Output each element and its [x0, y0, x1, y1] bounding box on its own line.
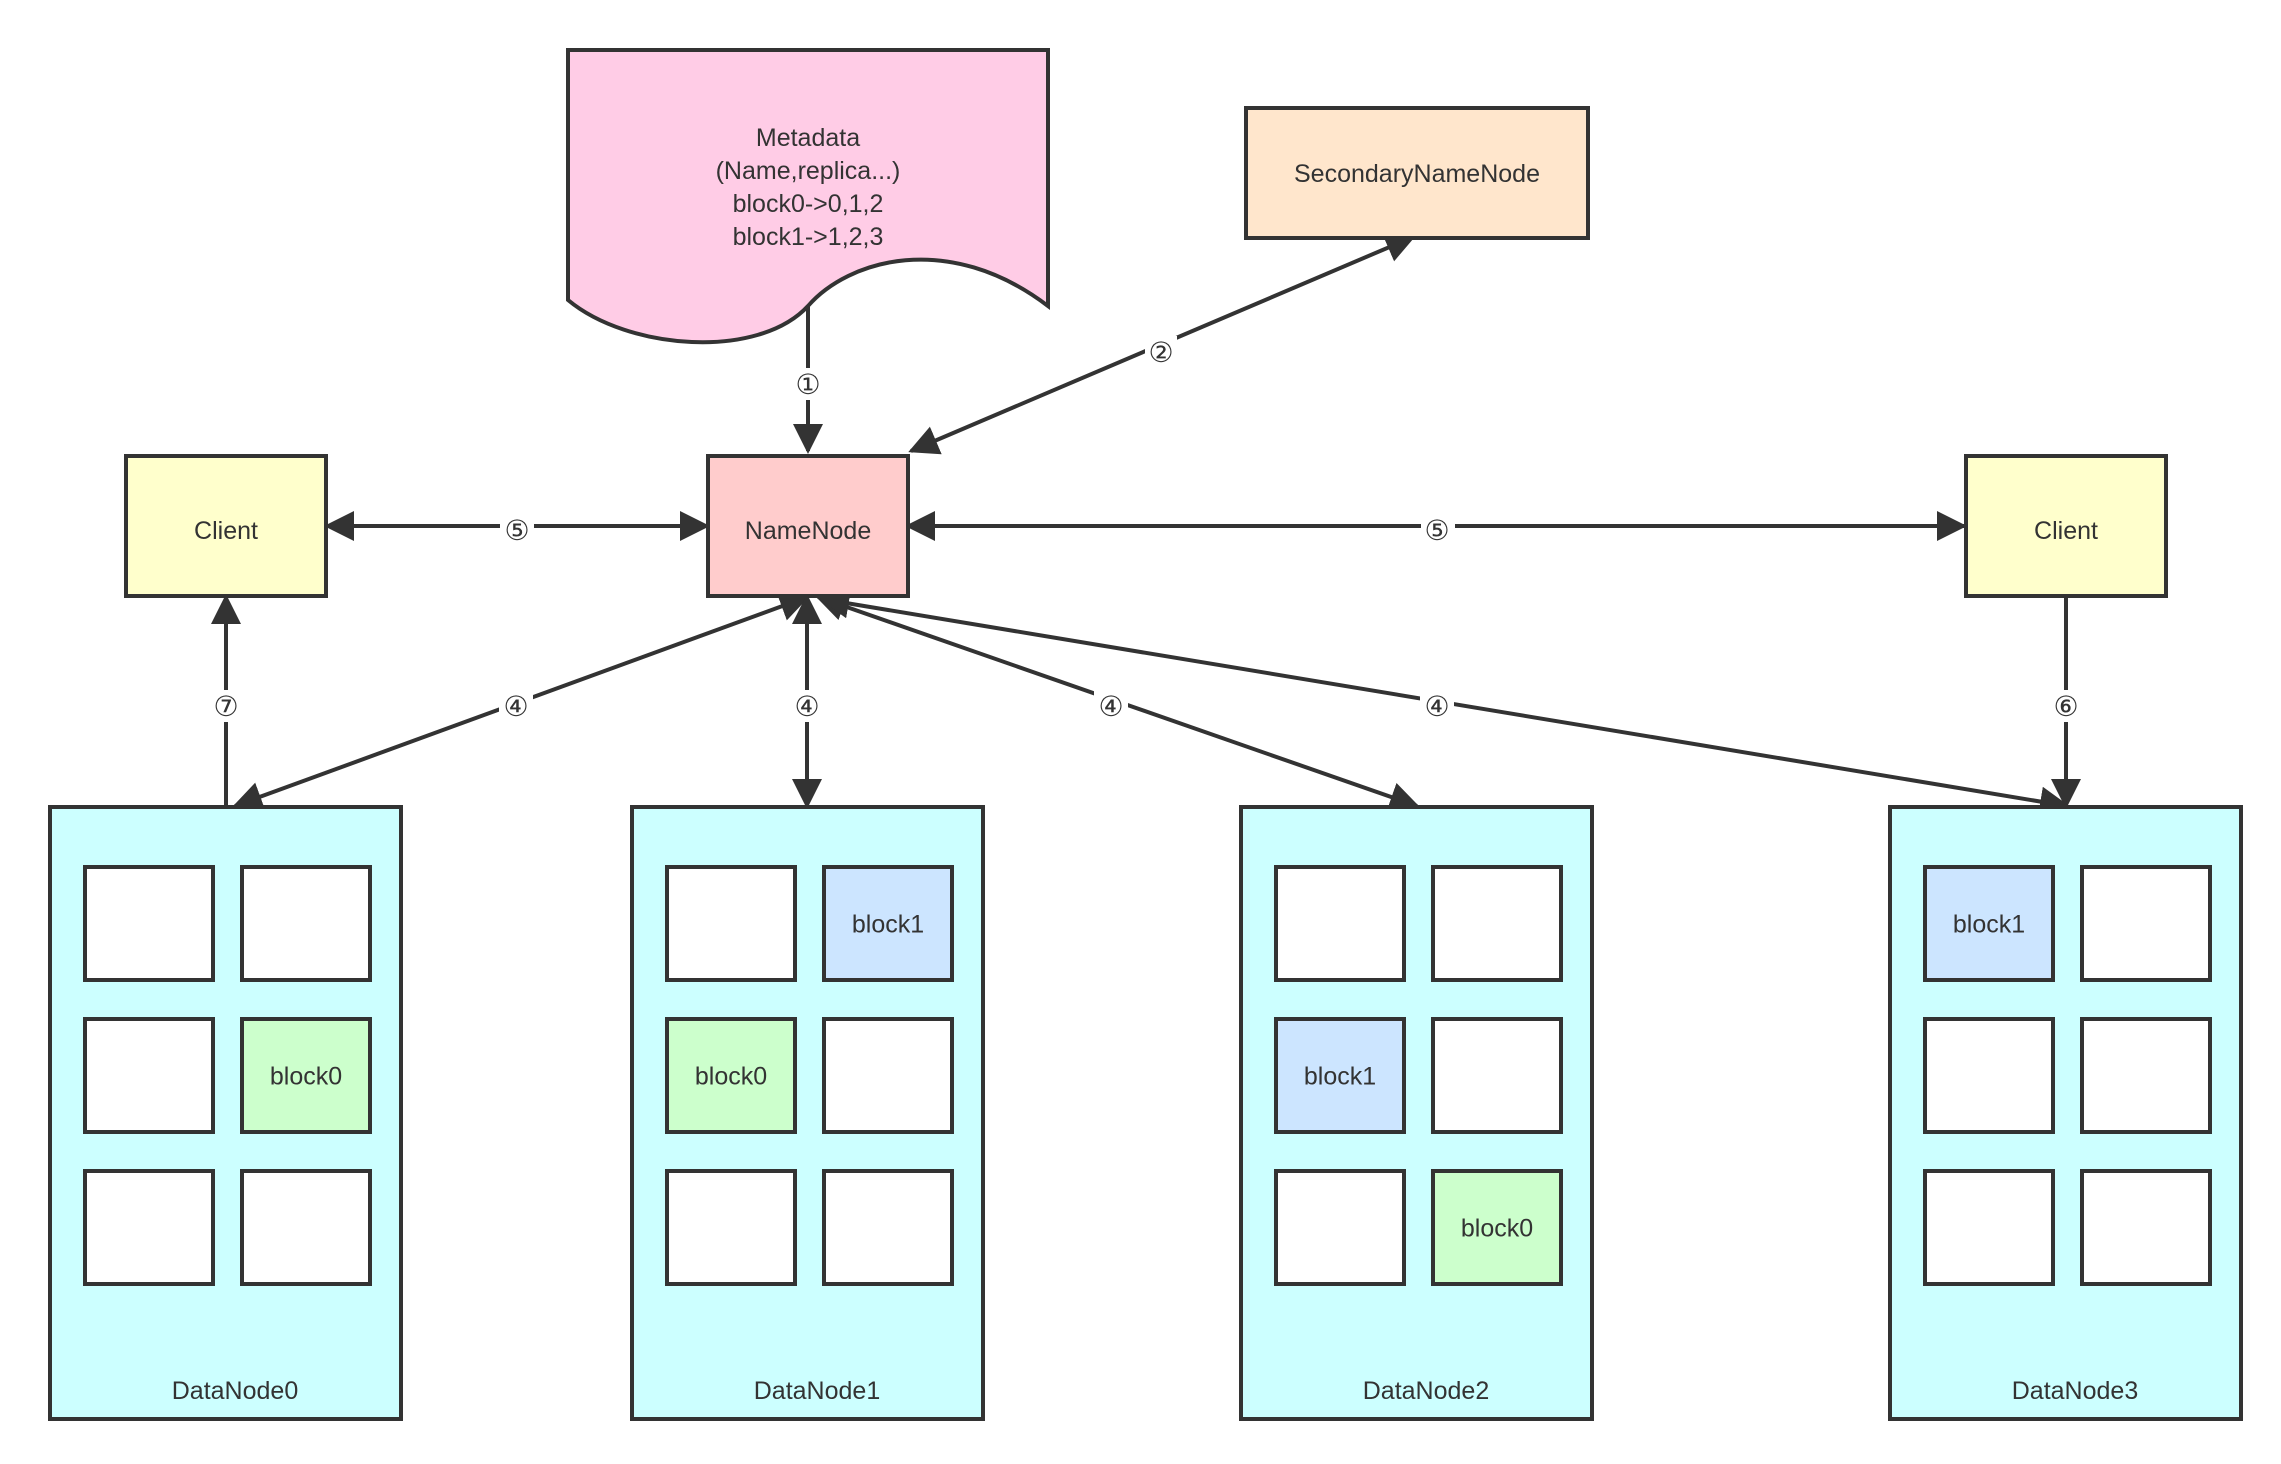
svg-text:⑦: ⑦ — [213, 690, 238, 723]
empty-block-cell — [2080, 1017, 2212, 1134]
client-right: Client — [1964, 454, 2168, 598]
svg-text:④: ④ — [1098, 690, 1123, 723]
empty-block-cell — [1923, 1169, 2055, 1286]
client-left-label: Client — [194, 517, 258, 545]
client-left-box — [124, 454, 328, 598]
empty-block-cell — [822, 1017, 954, 1134]
empty-block-cell — [665, 1169, 797, 1286]
block-cell-block0 — [665, 1017, 797, 1134]
empty-block-cell — [822, 1169, 954, 1286]
block-cell-block1 — [822, 865, 954, 982]
step-label-client-left: ⑤ — [500, 514, 534, 547]
client-right-label: Client — [2034, 517, 2098, 545]
block-cell-block0 — [1431, 1169, 1563, 1286]
client-right-box — [1964, 454, 2168, 598]
empty-block-cell — [1431, 865, 1563, 982]
step-label-heartbeat-0: ④ — [499, 690, 533, 723]
namenode-box — [706, 454, 910, 598]
block-label: block0 — [695, 1063, 767, 1091]
step-label-secondary: ② — [1145, 336, 1177, 369]
svg-text:⑥: ⑥ — [2053, 690, 2078, 723]
block-label: block0 — [270, 1063, 342, 1091]
secondary-namenode-box — [1244, 106, 1590, 240]
step-label-heartbeat-2: ④ — [1094, 690, 1128, 723]
block-label: block1 — [1953, 911, 2025, 939]
datanode-0: DataNode0 block0 — [48, 805, 403, 1421]
step-label-heartbeat-1: ④ — [790, 690, 824, 723]
datanode-3-label: DataNode3 — [2012, 1377, 2138, 1405]
metadata-line-4: block1->1,2,3 — [733, 223, 884, 251]
block-cell-block0 — [240, 1017, 372, 1134]
empty-block-cell — [1274, 1169, 1406, 1286]
secondary-namenode-label: SecondaryNameNode — [1294, 160, 1540, 188]
metadata-line-2: (Name,replica...) — [716, 157, 901, 185]
empty-block-cell — [240, 865, 372, 982]
block-label: block1 — [852, 911, 924, 939]
svg-text:②: ② — [1148, 336, 1173, 369]
svg-text:⑤: ⑤ — [504, 514, 529, 547]
secondary-namenode: SecondaryNameNode — [1244, 106, 1590, 240]
step-label-client-read: ⑦ — [209, 690, 243, 723]
empty-block-cell — [1274, 865, 1406, 982]
datanode-1-label: DataNode1 — [754, 1377, 880, 1405]
empty-block-cell — [2080, 865, 2212, 982]
metadata-line-3: block0->0,1,2 — [733, 190, 884, 218]
step-label-heartbeat-3: ④ — [1420, 690, 1454, 723]
empty-block-cell — [1923, 1017, 2055, 1134]
empty-block-cell — [83, 1169, 215, 1286]
block-cell-block1 — [1923, 865, 2055, 982]
empty-block-cell — [240, 1169, 372, 1286]
datanode-2: DataNode2 block1 block0 — [1239, 805, 1594, 1421]
empty-block-cell — [2080, 1169, 2212, 1286]
namenode: NameNode — [706, 454, 910, 598]
svg-text:④: ④ — [794, 690, 819, 723]
empty-block-cell — [1431, 1017, 1563, 1134]
svg-text:⑤: ⑤ — [1424, 514, 1449, 547]
step-labels: ① ② ⑤ ⑤ ⑦ ⑥ ④ ④ — [209, 336, 2083, 723]
datanode-0-label: DataNode0 — [172, 1377, 298, 1405]
step-label-client-right: ⑤ — [1421, 514, 1455, 547]
block-label: block0 — [1461, 1215, 1533, 1243]
step-label-client-write: ⑥ — [2049, 690, 2083, 723]
metadata-shape — [566, 48, 1050, 345]
empty-block-cell — [83, 865, 215, 982]
empty-block-cell — [665, 865, 797, 982]
svg-text:①: ① — [795, 368, 820, 401]
client-left: Client — [124, 454, 328, 598]
empty-block-cell — [83, 1017, 215, 1134]
metadata-document: Metadata (Name,replica...) block0->0,1,2… — [566, 48, 1050, 345]
block-cell-block1 — [1274, 1017, 1406, 1134]
namenode-label: NameNode — [745, 517, 871, 545]
datanode-2-label: DataNode2 — [1363, 1377, 1489, 1405]
step-label-metadata: ① — [792, 368, 824, 401]
datanode-3: DataNode3 block1 — [1888, 805, 2243, 1421]
block-label: block1 — [1304, 1063, 1376, 1091]
metadata-line-1: Metadata — [756, 124, 860, 152]
datanode-1: DataNode1 block1 block0 — [630, 805, 985, 1421]
svg-text:④: ④ — [1424, 690, 1449, 723]
svg-text:④: ④ — [503, 690, 528, 723]
